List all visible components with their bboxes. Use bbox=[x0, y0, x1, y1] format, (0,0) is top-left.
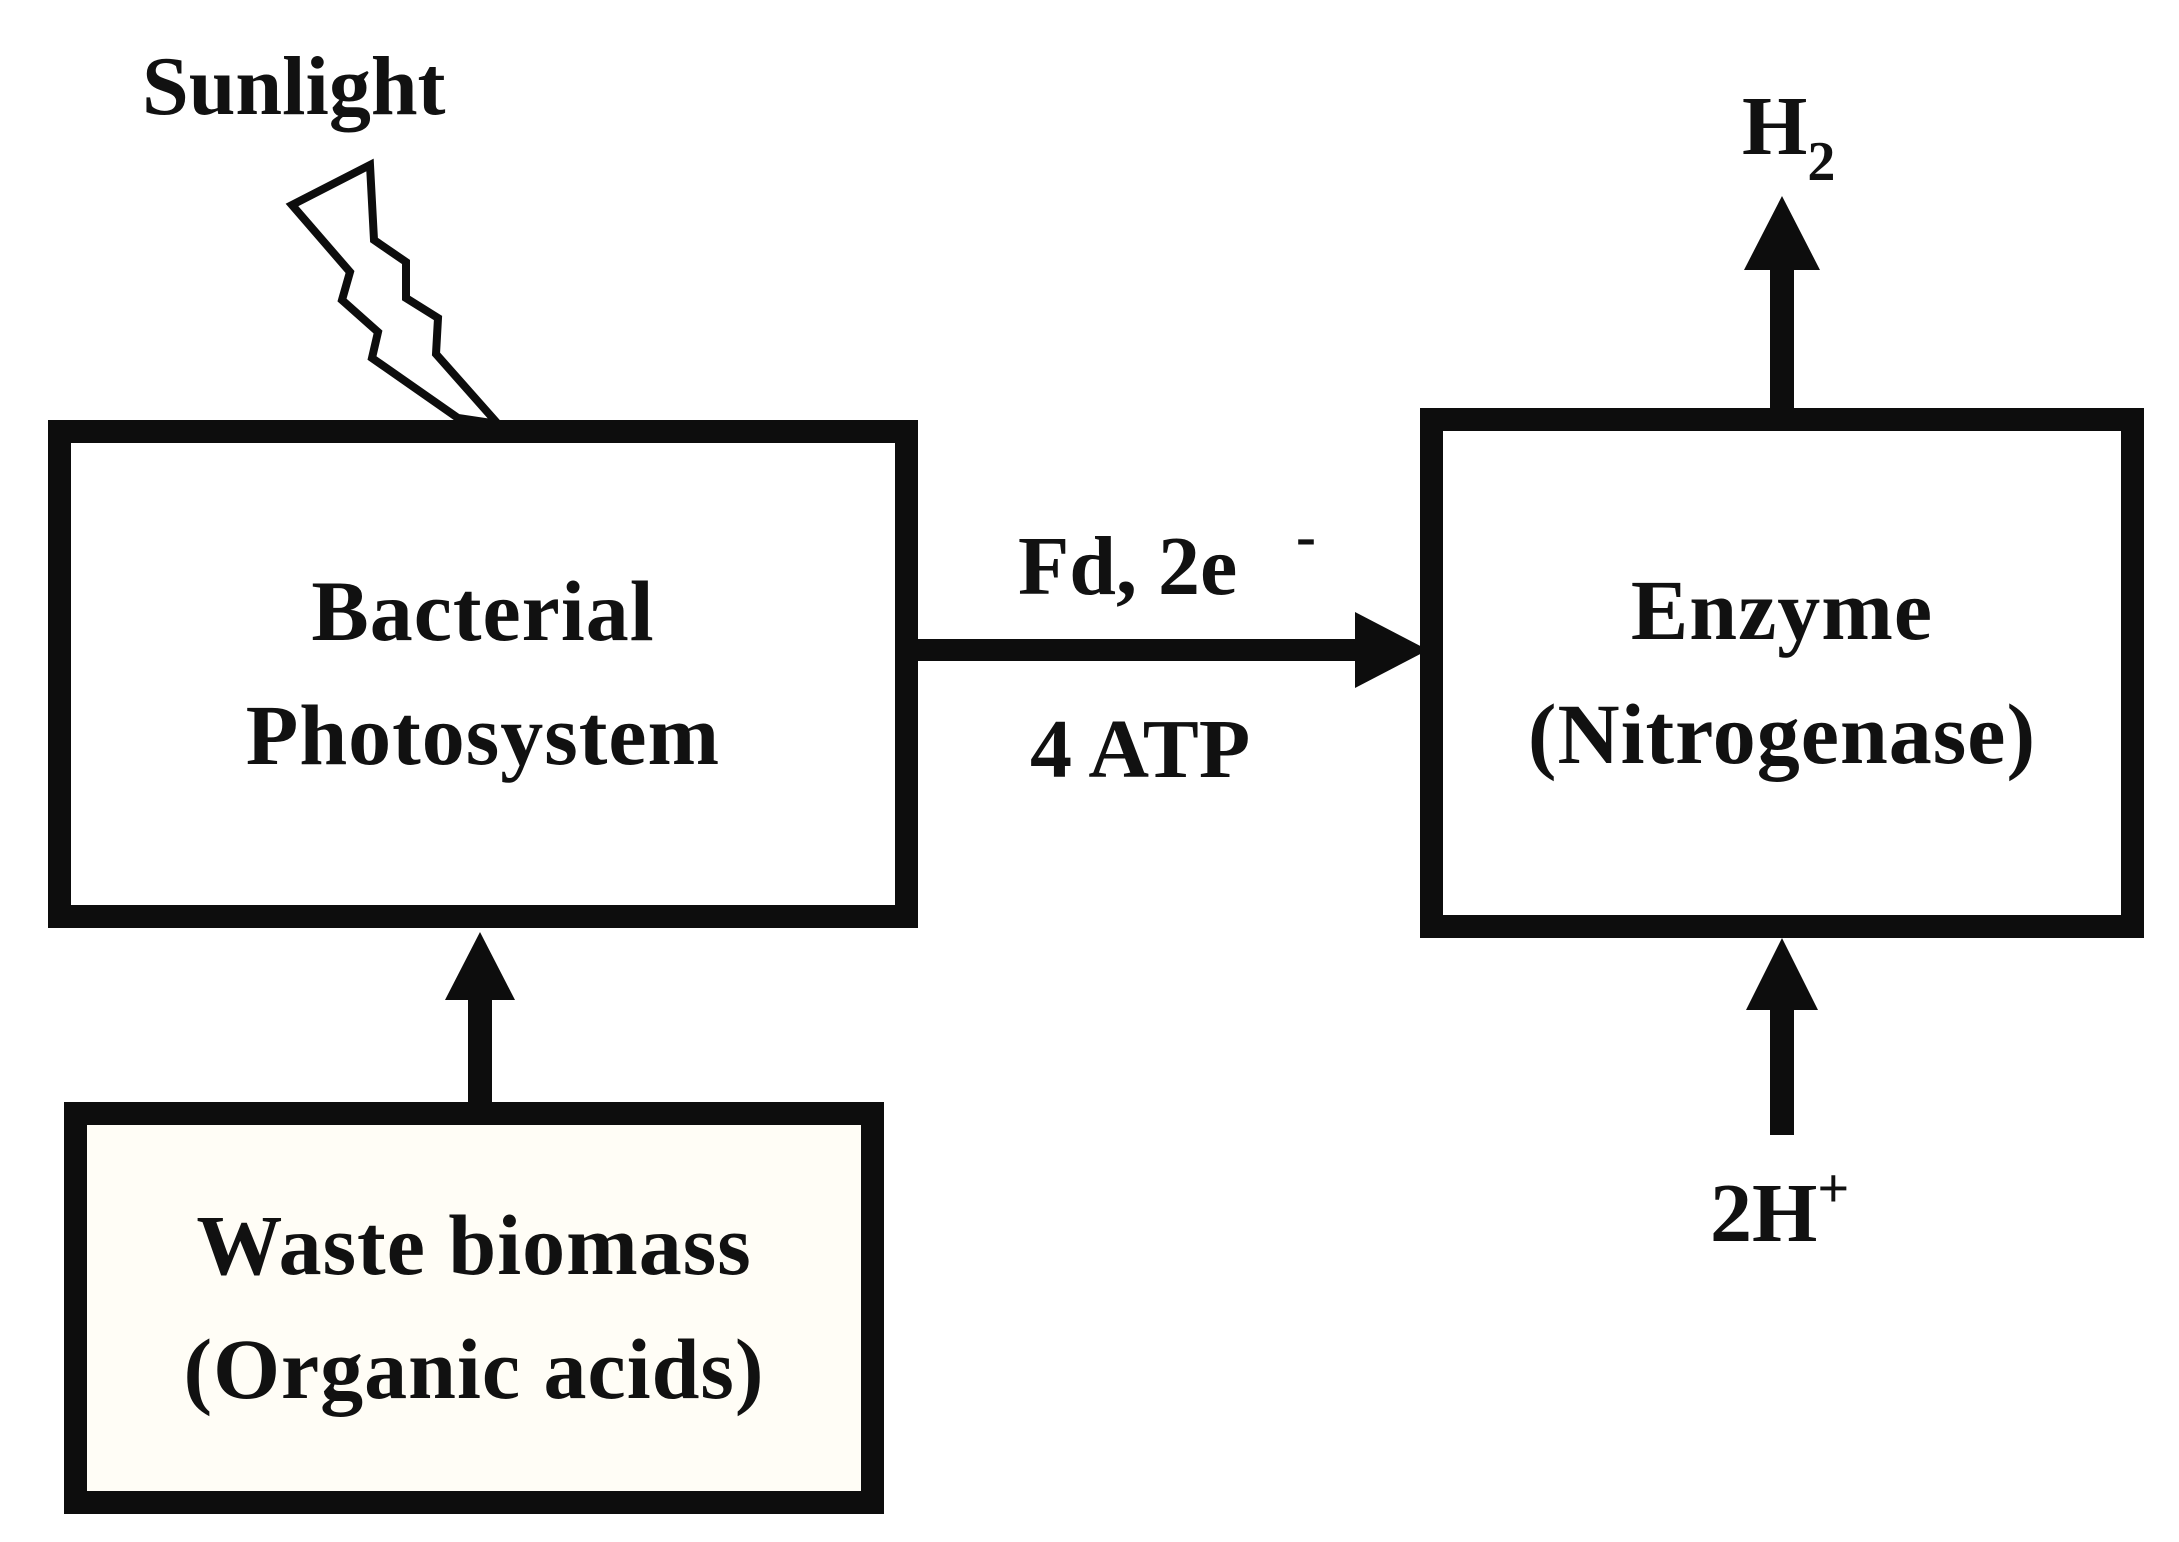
transfer-label-bottom: 4 ATP bbox=[1030, 703, 1251, 796]
photosystem-to-enzyme-arrowhead bbox=[1355, 612, 1428, 688]
enzyme-box: Enzyme (Nitrogenase) bbox=[1420, 408, 2144, 938]
h2-label: H2 bbox=[1742, 85, 1835, 191]
transfer-label-top: Fd, 2e bbox=[1018, 520, 1238, 613]
protons-label-superscript: + bbox=[1817, 1158, 1850, 1220]
h2-label-base: H bbox=[1742, 80, 1808, 173]
photosystem-box: Bacterial Photosystem bbox=[48, 420, 918, 928]
photosystem-box-line1: Bacterial bbox=[311, 563, 655, 660]
transfer-label-top-superscript: - bbox=[1296, 503, 1316, 569]
protons-label-base: 2H bbox=[1710, 1167, 1818, 1260]
sunlight-label: Sunlight bbox=[142, 40, 446, 133]
enzyme-to-h2-arrowhead bbox=[1744, 196, 1820, 270]
enzyme-box-line1: Enzyme bbox=[1630, 562, 1934, 659]
protons-to-enzyme-arrowhead bbox=[1746, 938, 1818, 1010]
enzyme-box-line2: (Nitrogenase) bbox=[1527, 686, 2037, 782]
biomass-box: Waste biomass (Organic acids) bbox=[64, 1102, 884, 1514]
photosystem-box-line2: Photosystem bbox=[245, 687, 721, 783]
biomass-box-line1: Waste biomass bbox=[196, 1197, 752, 1294]
biomass-box-line2: (Organic acids) bbox=[183, 1321, 765, 1417]
sunlight-lightning-icon bbox=[285, 158, 509, 430]
h2-label-subscript: 2 bbox=[1807, 131, 1836, 193]
protons-label: 2H+ bbox=[1710, 1161, 1849, 1256]
biomass-to-photosystem-arrowhead bbox=[445, 932, 515, 1000]
